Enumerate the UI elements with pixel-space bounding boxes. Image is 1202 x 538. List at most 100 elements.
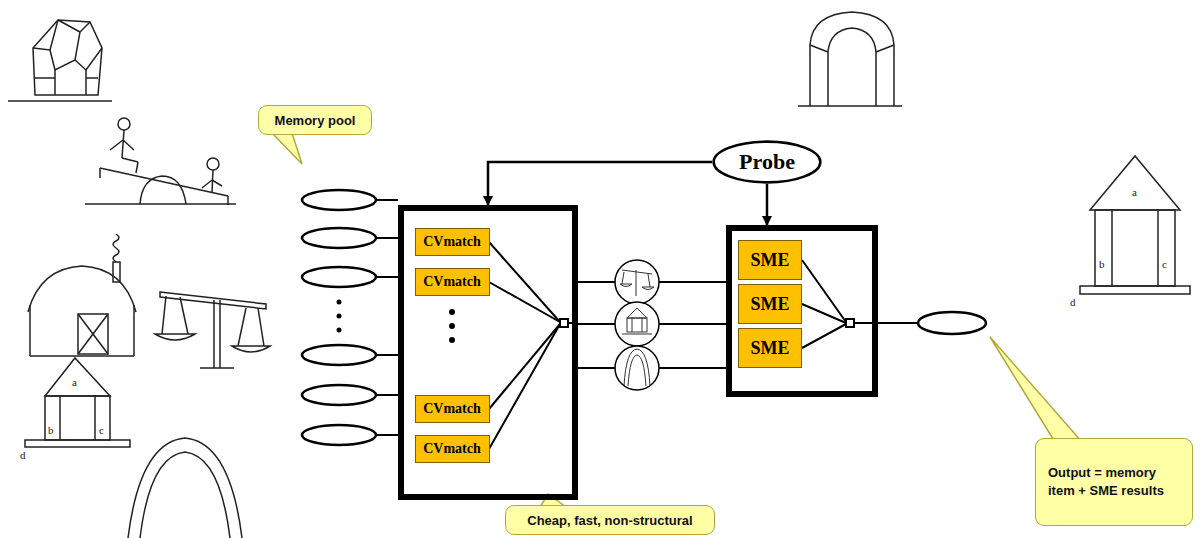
balance-sketch [155, 292, 270, 368]
matching-stage-box: SMESMESME [726, 225, 878, 397]
ellipsis-dots [337, 314, 342, 319]
wire [489, 242, 560, 322]
candidate-icon [620, 284, 632, 287]
part-label: a [72, 376, 77, 388]
candidate-icon [622, 272, 624, 284]
barn-sketch [78, 314, 108, 354]
seesaw-sketch [227, 196, 229, 205]
barn-sketch [113, 234, 119, 262]
arch-sketch [810, 12, 894, 106]
balance-sketch [200, 367, 234, 369]
house-sketch [1090, 156, 1180, 210]
wire [376, 394, 398, 396]
part-label: a [1132, 186, 1137, 198]
wire [376, 200, 918, 449]
node-text: CVmatch [423, 234, 481, 250]
barn-sketch [133, 305, 135, 356]
balance-sketch [160, 292, 266, 309]
barn-sketch [29, 305, 31, 356]
house-sketch [86, 77, 98, 79]
wire [578, 323, 615, 325]
seesaw-sketch [85, 118, 236, 205]
candidate-circle [615, 260, 659, 390]
seesaw-sketch [118, 118, 130, 130]
callout-tail [990, 337, 1082, 442]
wire [802, 260, 846, 322]
house-sketch [8, 20, 112, 101]
wire [578, 367, 615, 369]
arrow-connector [488, 162, 712, 205]
balance-sketch [180, 297, 188, 334]
process-box: CVmatch [415, 435, 490, 463]
process-box: CVmatch [415, 268, 490, 296]
balance-sketch [162, 296, 166, 334]
barn-sketch [30, 355, 134, 357]
house-sketch [8, 100, 112, 102]
memory-item [302, 190, 376, 210]
seesaw-sketch [140, 176, 186, 204]
memory-item [302, 425, 376, 445]
arrow-connector [766, 184, 769, 225]
memory-item [302, 228, 376, 248]
house-sketch [1111, 210, 1113, 286]
process-box: CVmatch [415, 395, 490, 423]
junction [560, 319, 854, 327]
retrieval-stage-box: CVmatchCVmatchCVmatchCVmatch [398, 205, 578, 500]
balance-sketch [155, 334, 195, 340]
house-sketch [59, 396, 61, 440]
callout-tail [272, 133, 302, 164]
memory-item [302, 267, 376, 287]
arch-sketch [140, 452, 230, 538]
arch-sketch [828, 28, 876, 106]
arch-sketch [798, 12, 902, 106]
candidate-icon [648, 274, 650, 287]
barn-sketch [113, 262, 120, 282]
part-label: d [20, 449, 26, 461]
node-text: SME [750, 250, 789, 271]
candidate-icon [636, 270, 637, 296]
seesaw-sketch [207, 158, 219, 170]
house-sketch [85, 70, 87, 95]
balance-sketch [238, 308, 246, 346]
wire [802, 324, 846, 348]
house-sketch [33, 20, 58, 50]
wire [878, 322, 918, 324]
part-label: d [1070, 296, 1076, 308]
house-sketch [25, 440, 130, 447]
callout-bubble: Output = memory item + SME results [1035, 438, 1193, 526]
node-text: Memory pool [275, 113, 356, 128]
output-item [918, 312, 986, 334]
ellipsis-dots [337, 300, 456, 344]
candidate-circle [615, 302, 659, 346]
house-sketch [35, 77, 55, 79]
part-label: b [48, 424, 54, 436]
candidate-icon [632, 318, 633, 332]
wire [659, 323, 726, 325]
memory-item [302, 385, 376, 405]
house-sketch [33, 20, 102, 95]
balance-sketch [232, 346, 270, 352]
node-text: Probe [739, 149, 795, 175]
part-label: b [1099, 258, 1105, 270]
house-sketch [50, 20, 80, 70]
wire [578, 281, 615, 283]
house-sketch [45, 358, 110, 396]
seesaw-sketch [136, 162, 138, 173]
arch-sketch [810, 45, 828, 52]
house-sketch [54, 70, 56, 95]
wire [489, 282, 560, 322]
balance-sketch [219, 300, 221, 368]
node-text: CVmatch [423, 401, 481, 417]
house-sketch [1157, 210, 1159, 286]
seesaw-sketch [100, 168, 228, 196]
barn-sketch [78, 314, 108, 354]
ellipsis-dots [449, 309, 455, 315]
wire [376, 354, 398, 356]
house-sketch [94, 396, 96, 440]
probe-ellipse: Probe [712, 140, 822, 184]
process-box: SME [738, 240, 802, 280]
candidate-icon [628, 355, 646, 386]
arch-sketch [128, 438, 242, 538]
